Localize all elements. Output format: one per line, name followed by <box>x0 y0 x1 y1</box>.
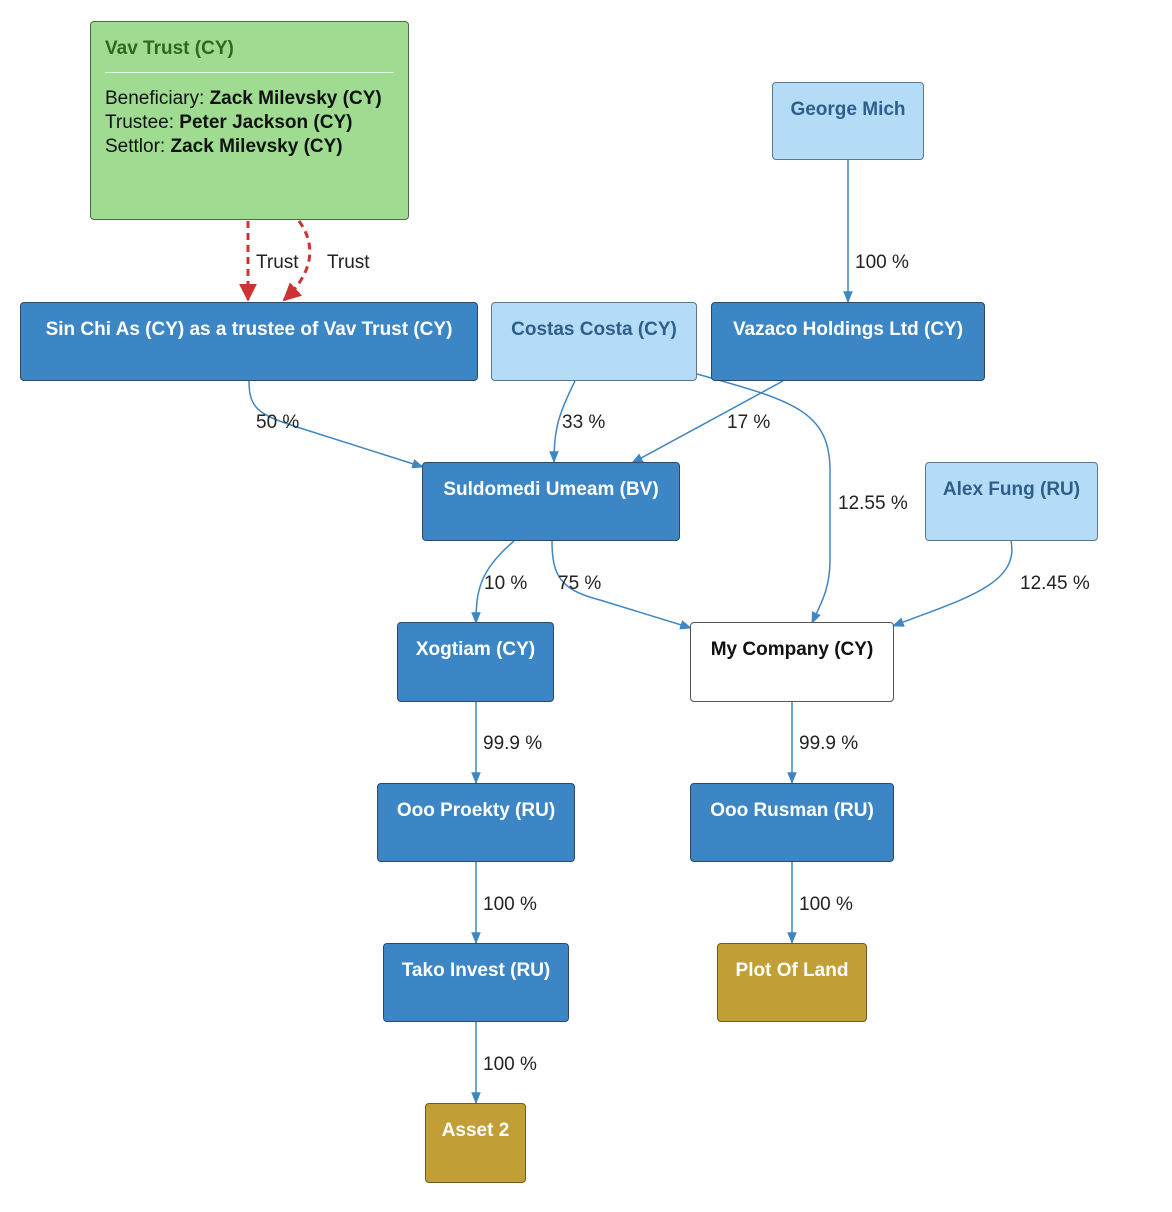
edge-label-alex-mycompany: 12.45 % <box>1020 573 1090 594</box>
edge-vazaco-suldomedi <box>630 380 784 464</box>
settlor-value: Zack Milevsky (CY) <box>170 136 343 157</box>
beneficiary-label: Beneficiary: <box>105 88 205 109</box>
settlor-label: Settlor: <box>105 136 166 157</box>
node-vazaco-holdings[interactable]: Vazaco Holdings Ltd (CY) <box>711 302 985 381</box>
edge-label-xogtiam-proekty: 99.9 % <box>483 733 543 754</box>
edge-label-trust-2: Trust <box>327 252 370 273</box>
node-ooo-rusman[interactable]: Ooo Rusman (RU) <box>690 783 894 862</box>
node-sin-chi-as[interactable]: Sin Chi As (CY) as a trustee of Vav Trus… <box>20 302 478 381</box>
edge-label-rusman-plot: 100 % <box>799 894 853 915</box>
edge-label-proekty-tako: 100 % <box>483 894 537 915</box>
trust-trustee-row: Trustee: Peter Jackson (CY) <box>105 111 394 135</box>
trust-beneficiary-row: Beneficiary: Zack Milevsky (CY) <box>105 87 394 111</box>
node-tako-invest[interactable]: Tako Invest (RU) <box>383 943 569 1022</box>
beneficiary-value: Zack Milevsky (CY) <box>209 88 382 109</box>
edge-sinchi-suldomedi <box>248 380 425 469</box>
node-asset-2[interactable]: Asset 2 <box>425 1103 526 1183</box>
edge-label-george-vazaco: 100 % <box>855 252 909 273</box>
edge-suldomedi-xogtiam <box>471 540 515 625</box>
node-xogtiam[interactable]: Xogtiam (CY) <box>397 622 554 702</box>
edge-label-trust-1: Trust <box>256 252 299 273</box>
node-alex-fung[interactable]: Alex Fung (RU) <box>925 462 1098 541</box>
edge-label-sinchi-suldomedi: 50 % <box>256 412 300 433</box>
edge-label-costas-mycompany: 12.55 % <box>838 493 908 514</box>
edge-suldomedi-mycompany <box>551 540 693 630</box>
edge-label-mycompany-rusman: 99.9 % <box>799 733 859 754</box>
edge-label-vazaco-suldomedi: 17 % <box>727 412 771 433</box>
vav-trust-box[interactable]: Vav Trust (CY) Beneficiary: Zack Milevsk… <box>90 21 409 220</box>
edge-label-costas-suldomedi: 33 % <box>562 412 606 433</box>
edge-costas-mycompany <box>696 373 831 625</box>
trustee-value: Peter Jackson (CY) <box>179 112 353 133</box>
edge-costas-suldomedi <box>549 380 576 464</box>
node-costas-costa[interactable]: Costas Costa (CY) <box>491 302 697 381</box>
node-plot-of-land[interactable]: Plot Of Land <box>717 943 867 1022</box>
node-my-company[interactable]: My Company (CY) <box>690 622 894 702</box>
node-ooo-proekty[interactable]: Ooo Proekty (RU) <box>377 783 575 862</box>
edge-label-tako-asset2: 100 % <box>483 1054 537 1075</box>
trust-settlor-row: Settlor: Zack Milevsky (CY) <box>105 135 394 159</box>
trustee-label: Trustee: <box>105 112 174 133</box>
edge-alex-mycompany <box>891 540 1013 627</box>
node-suldomedi-umeam[interactable]: Suldomedi Umeam (BV) <box>422 462 680 541</box>
node-george-mich[interactable]: George Mich <box>772 82 924 160</box>
edge-label-suldomedi-mycompany: 75 % <box>558 573 602 594</box>
trust-divider <box>105 72 394 73</box>
edge-label-suldomedi-xogtiam: 10 % <box>484 573 528 594</box>
trust-title: Vav Trust (CY) <box>105 38 234 59</box>
